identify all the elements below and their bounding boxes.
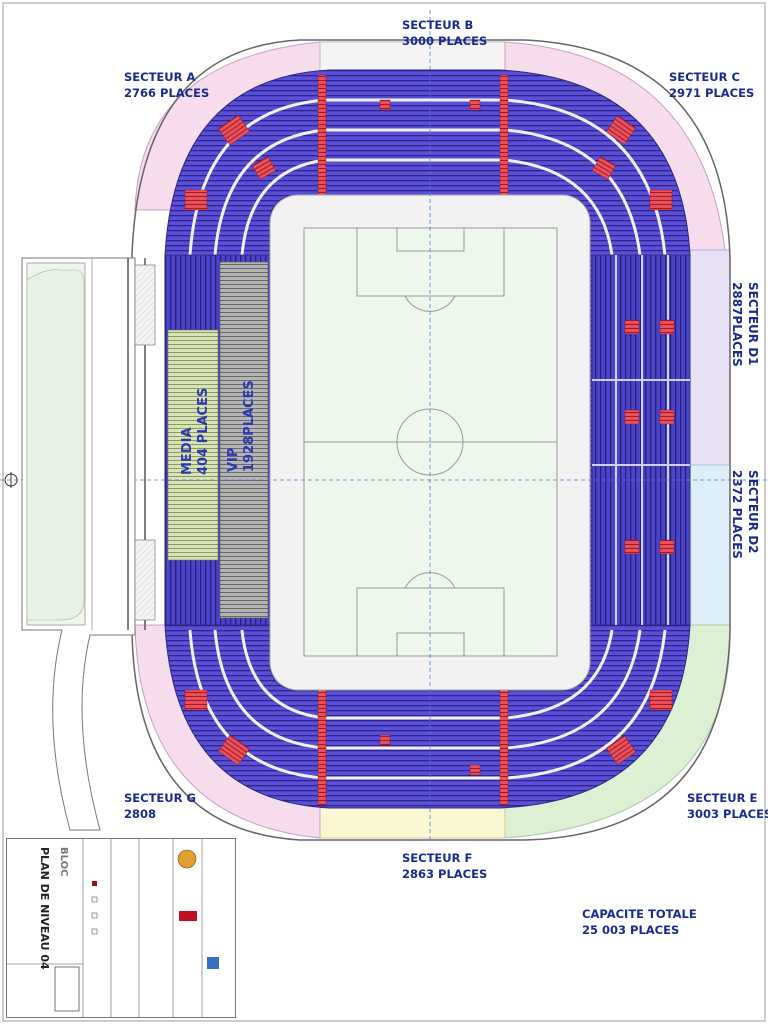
stadium-outline	[131, 39, 731, 841]
media-label: MEDIA 404 PLACES	[180, 387, 211, 475]
vip-area	[219, 261, 269, 619]
title-block-grid	[7, 839, 219, 1017]
vip-label: VIP 1928PLACES	[226, 380, 257, 472]
east-stand-aisles	[592, 255, 690, 625]
sector-c-label: SECTEUR C 2971 PLACES	[669, 70, 755, 100]
sector-e-label: SECTEUR E 3003 PLACES	[687, 791, 768, 821]
football-pitch	[303, 227, 558, 657]
sector-b-label: SECTEUR B 3000 PLACES	[402, 18, 488, 48]
sector-f-label: SECTEUR F 2863 PLACES	[402, 851, 488, 881]
media-area	[167, 329, 219, 561]
sector-d1-label: SECTEUR D1 2887PLACES	[730, 282, 760, 367]
aisles	[188, 98, 667, 780]
plan-bloc: BLOC	[58, 847, 69, 877]
zone-d1	[689, 249, 731, 466]
sector-a-label: SECTEUR A 2766 PLACES	[124, 70, 210, 100]
title-block: PLAN DE NIVEAU 04 BLOC	[6, 838, 236, 1018]
plan-title: PLAN DE NIVEAU 04	[38, 847, 51, 970]
sector-d2-label: SECTEUR D2 2372 PLACES	[730, 470, 760, 559]
sector-g-label: SECTEUR G 2808	[124, 791, 196, 821]
west-annex	[4, 257, 156, 831]
red-seat-blocks	[184, 74, 675, 806]
zone-d2	[689, 464, 731, 626]
total-capacity: CAPACITE TOTALE 25 003 PLACES	[582, 907, 697, 937]
